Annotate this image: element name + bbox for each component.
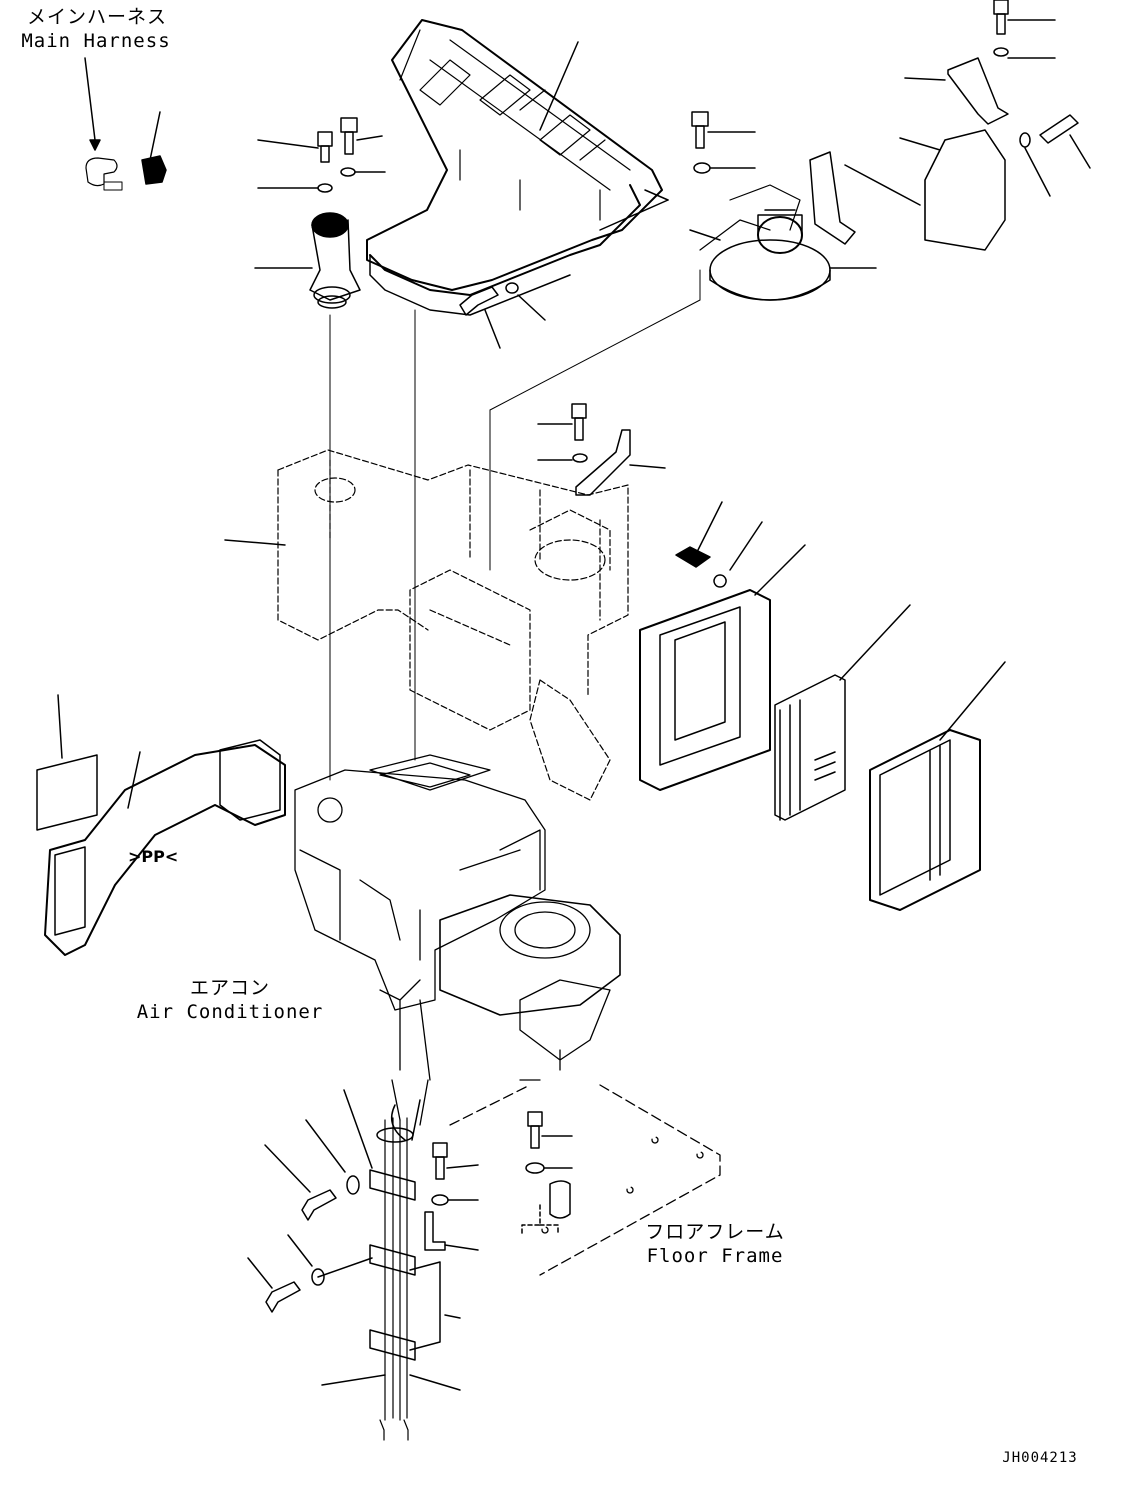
floor-frame-label-jp: フロアフレーム bbox=[645, 1221, 785, 1243]
bracket-icon bbox=[845, 0, 1090, 250]
harness-connector-icon bbox=[85, 58, 166, 190]
clamp-icon bbox=[322, 1090, 460, 1390]
filter-icon bbox=[640, 502, 1005, 910]
washer-icon bbox=[258, 168, 385, 192]
blower-motor-icon bbox=[690, 112, 876, 300]
duct-icon: >PP< bbox=[37, 695, 285, 955]
main-harness-label-jp: メインハーネス bbox=[26, 6, 167, 28]
bolt-icon bbox=[460, 283, 545, 348]
bolt-icon bbox=[248, 1120, 478, 1312]
bolt-icon bbox=[258, 118, 382, 162]
floor-frame-icon bbox=[450, 1085, 720, 1275]
duct-icon bbox=[255, 213, 360, 308]
svg-text:>PP<: >PP< bbox=[128, 847, 178, 866]
bolt-icon bbox=[538, 404, 665, 495]
air-conditioner-label-jp: エアコン bbox=[189, 977, 270, 999]
floor-frame-label-en: Floor Frame bbox=[646, 1245, 784, 1267]
guide-lines bbox=[330, 270, 700, 780]
air-conditioner-label-en: Air Conditioner bbox=[136, 1001, 324, 1023]
hose-icon bbox=[377, 1100, 420, 1440]
main-harness-label-en: Main Harness bbox=[21, 30, 171, 52]
drawing-code: JH004213 bbox=[1002, 1450, 1078, 1466]
duct-icon bbox=[367, 20, 668, 315]
bolt-icon bbox=[522, 1112, 572, 1233]
air-conditioner-icon bbox=[295, 755, 620, 1125]
